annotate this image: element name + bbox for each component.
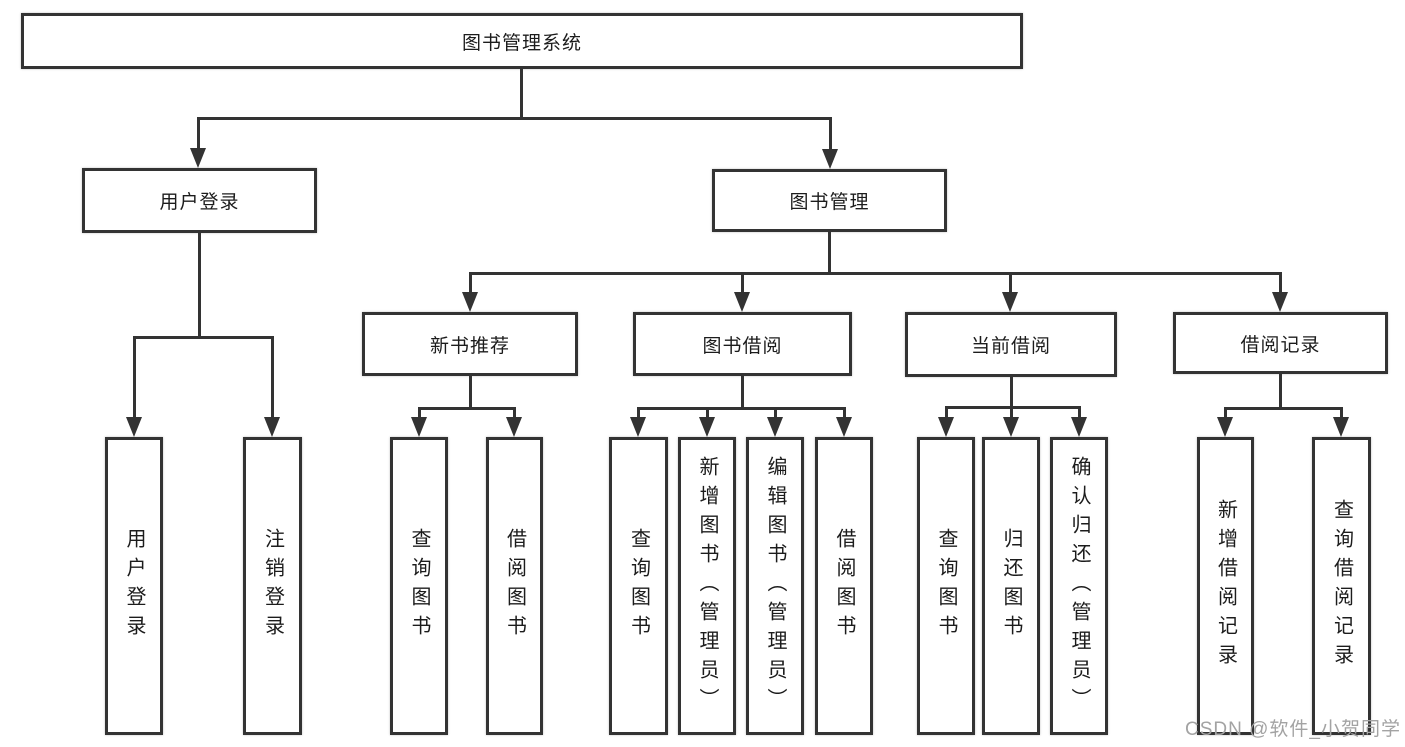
node-user-login: 用户登录 <box>82 168 317 233</box>
arrowhead-add-borrow-record <box>1217 417 1233 437</box>
connector-bookmgmt-drop3 <box>1009 272 1012 292</box>
arrowhead-query-borrow-record <box>1333 417 1349 437</box>
leaf-query-books-3: 查询图书 <box>917 437 975 735</box>
node-borrow-records: 借阅记录 <box>1173 312 1388 374</box>
arrowhead-user-login <box>190 148 206 168</box>
arrowhead-current-borrowing <box>1002 292 1018 312</box>
arrowhead-borrow-books-2 <box>836 417 852 437</box>
leaf-borrow-books-1-label: 借阅图书 <box>503 528 526 644</box>
arrowhead-query-books-1 <box>411 417 427 437</box>
connector-borrowing-stub <box>741 376 744 407</box>
connector-current-drop1 <box>945 406 948 417</box>
connector-borrowing-hline <box>637 407 845 410</box>
connector-current-drop2 <box>1010 406 1013 417</box>
connector-bookmgmt-drop4 <box>1279 272 1282 292</box>
leaf-confirm-return-admin: 确认归还（管理员） <box>1050 437 1108 735</box>
leaf-return-books: 归还图书 <box>982 437 1040 735</box>
node-current-borrowing: 当前借阅 <box>905 312 1117 377</box>
connector-root-stub <box>520 69 523 117</box>
connector-bookmgmt-stub <box>828 232 831 272</box>
leaf-add-book-admin-label: 新增图书（管理员） <box>696 455 718 717</box>
arrowhead-book-management <box>822 149 838 169</box>
arrowhead-leaf-user-login <box>126 417 142 437</box>
arrowhead-book-borrowing <box>734 292 750 312</box>
csdn-watermark: CSDN @软件_小贺同学 <box>1185 719 1401 740</box>
leaf-edit-book-admin-label: 编辑图书（管理员） <box>764 455 786 717</box>
leaf-add-borrow-record-label: 新增借阅记录 <box>1214 499 1237 673</box>
leaf-query-borrow-record: 查询借阅记录 <box>1312 437 1371 735</box>
arrowhead-edit-book-admin <box>767 417 783 437</box>
leaf-user-login: 用户登录 <box>105 437 163 735</box>
leaf-borrow-books-2-label: 借阅图书 <box>833 528 855 644</box>
node-book-borrowing: 图书借阅 <box>633 312 852 376</box>
leaf-logout-label: 注销登录 <box>261 528 284 644</box>
arrowhead-borrow-books-1 <box>506 417 522 437</box>
connector-borrowing-drop3 <box>774 407 777 417</box>
leaf-query-books-1-label: 查询图书 <box>408 528 430 644</box>
connector-current-hline <box>945 406 1081 409</box>
connector-current-drop3 <box>1078 406 1081 417</box>
connector-current-stub <box>1010 377 1013 406</box>
leaf-query-books-3-label: 查询图书 <box>935 528 957 644</box>
node-library-management-system: 图书管理系统 <box>21 13 1023 69</box>
connector-bookmgmt-drop2 <box>741 272 744 292</box>
arrowhead-return-books <box>1003 417 1019 437</box>
connector-bookmgmt-drop1 <box>469 272 472 292</box>
connector-userlogin-drop1 <box>133 336 136 417</box>
connector-root-drop-right <box>829 117 832 150</box>
leaf-borrow-books-1: 借阅图书 <box>486 437 543 735</box>
connector-records-drop1 <box>1224 407 1227 417</box>
connector-root-drop-left <box>197 117 200 150</box>
leaf-borrow-books-2: 借阅图书 <box>815 437 873 735</box>
connector-records-stub <box>1279 374 1282 407</box>
leaf-query-books-2-label: 查询图书 <box>627 528 650 644</box>
leaf-add-borrow-record: 新增借阅记录 <box>1197 437 1254 735</box>
arrowhead-query-books-2 <box>630 417 646 437</box>
arrowhead-confirm-return-admin <box>1071 417 1087 437</box>
node-book-management: 图书管理 <box>712 169 947 232</box>
leaf-query-books-1: 查询图书 <box>390 437 448 735</box>
leaf-user-login-label: 用户登录 <box>123 528 145 644</box>
arrowhead-query-books-3 <box>938 417 954 437</box>
connector-borrowing-drop2 <box>706 407 709 417</box>
arrowhead-add-book-admin <box>699 417 715 437</box>
connector-bookmgmt-hline <box>469 272 1281 275</box>
arrowhead-leaf-logout <box>264 417 280 437</box>
connector-root-hline <box>197 117 832 120</box>
connector-records-drop2 <box>1340 407 1343 417</box>
arrowhead-new-book-recommend <box>462 292 478 312</box>
connector-borrowing-drop4 <box>843 407 846 417</box>
leaf-confirm-return-admin-label: 确认归还（管理员） <box>1068 455 1090 717</box>
leaf-return-books-label: 归还图书 <box>1000 528 1022 644</box>
connector-userlogin-hline <box>133 336 274 339</box>
connector-borrowing-drop1 <box>637 407 640 417</box>
connector-records-hline <box>1224 407 1342 410</box>
leaf-query-borrow-record-label: 查询借阅记录 <box>1330 499 1353 673</box>
arrowhead-borrow-records <box>1272 292 1288 312</box>
connector-newbook-hline <box>418 407 516 410</box>
node-new-book-recommend: 新书推荐 <box>362 312 578 376</box>
connector-userlogin-stub <box>198 233 201 336</box>
leaf-logout: 注销登录 <box>243 437 302 735</box>
leaf-add-book-admin: 新增图书（管理员） <box>678 437 736 735</box>
connector-newbook-stub <box>469 376 472 407</box>
connector-newbook-drop2 <box>513 407 516 417</box>
leaf-query-books-2: 查询图书 <box>609 437 668 735</box>
connector-userlogin-drop2 <box>271 336 274 417</box>
leaf-edit-book-admin: 编辑图书（管理员） <box>746 437 804 735</box>
connector-newbook-drop1 <box>418 407 421 417</box>
